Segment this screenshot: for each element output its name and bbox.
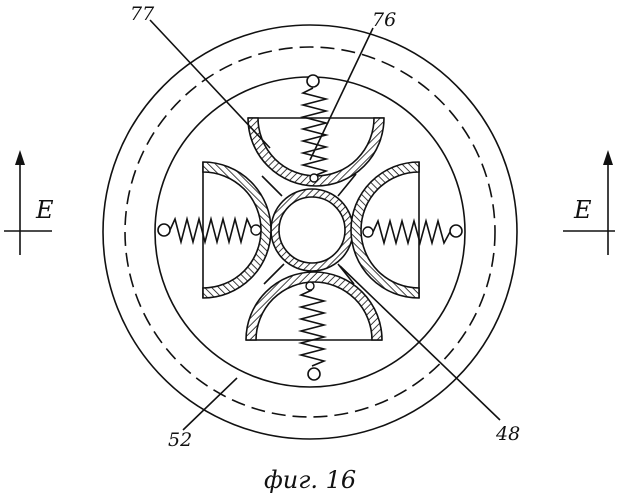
leader-76 [310,28,373,160]
label-48: 48 [495,423,520,445]
central-tube-inner [279,197,345,263]
right-spring-pin [450,225,462,237]
left-spring-pin [158,224,170,236]
leader-48 [340,266,500,420]
label-77: 77 [130,3,155,25]
top-spring-pin [307,75,319,87]
label-76: 76 [372,9,396,31]
section-label-right: E [573,196,592,224]
section-label-left: E [35,196,54,224]
bottom-spring-pin [308,368,320,380]
bottom-shell-group [246,272,382,380]
left-shell-group [158,162,271,298]
label-52: 52 [168,429,192,451]
leader-77 [150,20,270,148]
right-shell-group [351,162,462,298]
top-shell-group [248,75,384,186]
figure-caption: фиг. 16 [264,466,356,494]
